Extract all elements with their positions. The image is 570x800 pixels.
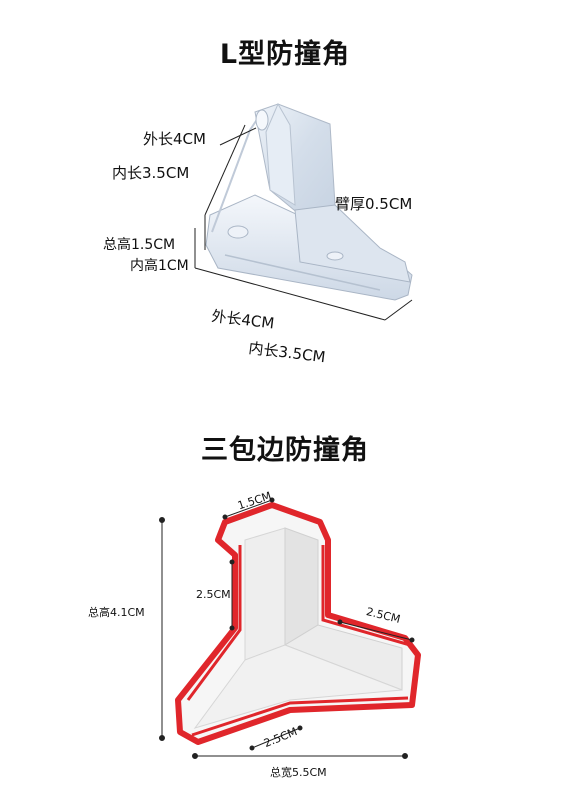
three-edge-guard-body [175, 502, 421, 745]
inner-height-label: 内高1CM [130, 258, 189, 274]
left-arm-label: 2.5CM [196, 588, 231, 601]
total-height-label-2: 总高4.1CM [88, 606, 145, 619]
three-edge-dimension-lines [159, 497, 415, 759]
section2-title: 三包边防撞角 [201, 435, 369, 466]
inner-length-top-label: 内长3.5CM [112, 164, 190, 182]
l-guard-body [205, 102, 413, 301]
l-guard-dimension-lines [194, 124, 413, 321]
section1-title: L型防撞角 [219, 39, 351, 70]
arm-thickness-label: 臂厚0.5CM [335, 195, 413, 213]
outer-length-top-label: 外长4CM [143, 130, 206, 148]
total-height-label: 总高1.5CM [103, 237, 176, 253]
total-width-label: 总宽5.5CM [270, 766, 327, 779]
